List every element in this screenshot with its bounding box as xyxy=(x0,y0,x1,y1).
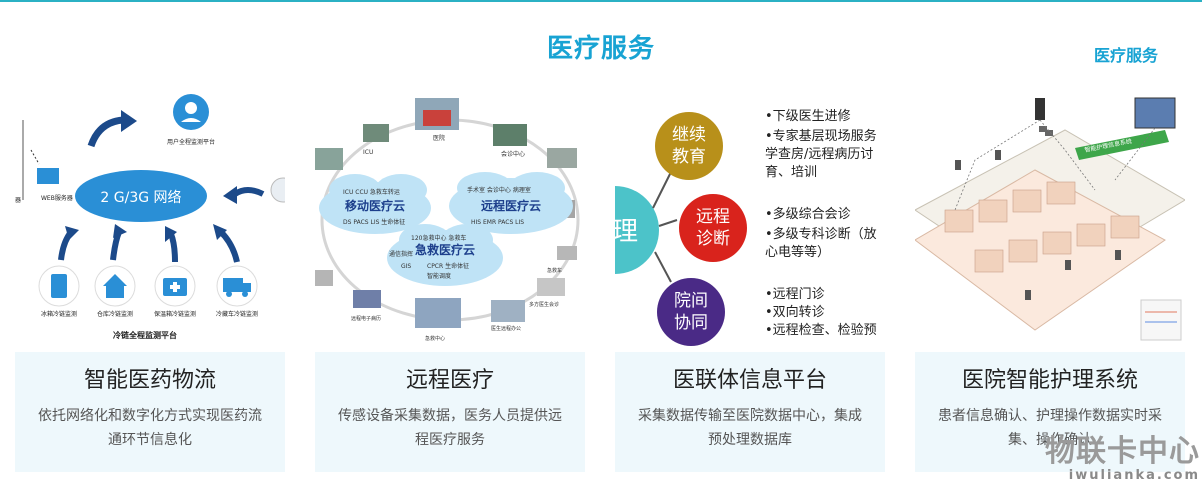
web-server-partial-label: 器 xyxy=(15,197,21,204)
emergency-tags: GIS xyxy=(401,263,411,270)
nursing-banner xyxy=(1075,130,1169,160)
label: 急救车 xyxy=(547,267,562,274)
node-label: 冰箱冷链监测 xyxy=(41,310,77,318)
node-line-2: 诊断 xyxy=(696,229,730,249)
card-title: 智能医药物流 xyxy=(83,368,216,393)
remote-cloud-tags: HIS EMR PACS LIS xyxy=(471,219,524,226)
node-line-2: 协同 xyxy=(674,313,708,333)
label: 远程电子病历 xyxy=(351,315,381,322)
card-hospital-smart-nursing[interactable]: 智能护理信息系统 医院智能护理 xyxy=(915,90,1185,472)
node-refrigerated-truck xyxy=(216,265,258,307)
item: •远程门诊 xyxy=(765,287,825,302)
remote-diagnosis-node xyxy=(679,194,747,262)
telemedicine-diagram: ICU 医院 会诊中心 远程电子病历 急救中心 医生远程办公 多方医生会诊 急救… xyxy=(315,90,585,352)
card-description: 传感设备采集数据，医务人员提供远程医疗服务 xyxy=(338,408,562,448)
cold-chain-platform-label: 冷链全程监测平台 xyxy=(113,330,177,340)
mobile-cloud-tags: DS PACS LIS 生命体征 xyxy=(343,218,405,226)
item: •专家基层现场服务 xyxy=(765,128,877,144)
card-caption: 智能医药物流 依托网络化和数字化方式实现医药流通环节信息化 xyxy=(15,352,285,472)
node-line-1: 远程 xyxy=(696,207,730,227)
node-label: 冷藏车冷链监测 xyxy=(216,310,258,318)
card-smart-pharma-logistics[interactable]: WEB服务器 器 用户全程监测平台 2 G/3G 网络 xyxy=(15,90,285,472)
card-description: 采集数据传输至医院数据中心，集成预处理数据库 xyxy=(638,408,862,448)
node-line-2: 教育 xyxy=(672,147,706,167)
user-platform-label: 用户全程监测平台 xyxy=(167,138,215,146)
card-caption: 医联体信息平台 采集数据传输至医院数据中心，集成预处理数据库 xyxy=(615,352,885,472)
card-description: 依托网络化和数字化方式实现医药流通环节信息化 xyxy=(38,408,262,448)
remote-cloud-label: 远程医疗云 xyxy=(481,198,541,213)
nursing-floorplan-diagram: 智能护理信息系统 xyxy=(915,90,1185,352)
emergency-cloud xyxy=(387,224,503,286)
remote-cloud xyxy=(449,172,573,234)
node-insulated-box xyxy=(154,265,196,307)
card-title: 远程医疗 xyxy=(405,368,494,393)
hub-label: 理 xyxy=(615,217,638,247)
emergency-tags: 通信指挥 xyxy=(389,250,413,258)
label: 多方医生会诊 xyxy=(529,301,559,308)
label: 医生远程办公 xyxy=(491,325,521,332)
node-line-1: 院间 xyxy=(674,291,708,311)
mobile-cloud-label: 移动医疗云 xyxy=(345,198,405,213)
watermark-url: iwulianka.com xyxy=(1068,468,1200,483)
web-server-label: WEB服务器 xyxy=(41,194,73,202)
card-description: 患者信息确认、护理操作数据实时采集、操作确认 xyxy=(938,408,1162,448)
emergency-tags: CPCR 生命体征 xyxy=(427,262,469,270)
item: •远程检查、检验预 xyxy=(765,322,877,338)
label: ICU xyxy=(363,149,373,156)
node-label: 仓库冷链监测 xyxy=(97,310,133,318)
label: 医院 xyxy=(433,134,445,142)
mobile-cloud xyxy=(319,174,431,234)
mobile-cloud-tags: ICU CCU 急救车转运 xyxy=(343,188,400,196)
logistics-diagram: WEB服务器 器 用户全程监测平台 2 G/3G 网络 xyxy=(15,90,285,352)
page-title: 医疗服务 xyxy=(546,34,655,64)
consortium-diagram: 理 继续 教育 远程 诊断 院间 协同 •下级医生进修 •专家基层现场服务 学查… xyxy=(615,90,885,352)
inter-hospital-node xyxy=(657,278,725,346)
label: 急救中心 xyxy=(425,335,445,342)
network-ellipse xyxy=(75,170,207,222)
card-title: 医联体信息平台 xyxy=(672,368,827,393)
item: •双向转诊 xyxy=(765,304,825,320)
item: 心电等等） xyxy=(765,244,830,260)
item: 学查房/远程病历讨 xyxy=(765,146,873,162)
emergency-tags: 120急救中心 急救车 xyxy=(411,234,466,242)
continuing-education-node xyxy=(655,112,723,180)
card-title: 医院智能护理系统 xyxy=(961,368,1138,393)
medical-services-link[interactable]: 医疗服务 xyxy=(1093,46,1158,65)
label: 会诊中心 xyxy=(501,150,525,158)
watermark-cn: 物联卡中心 xyxy=(1045,434,1200,469)
web-server-icon xyxy=(37,168,59,184)
emergency-cloud-label: 急救医疗云 xyxy=(415,242,475,257)
hub-circle xyxy=(615,186,659,274)
node-warehouse xyxy=(94,265,136,307)
item: 育、培训 xyxy=(765,164,817,180)
node-label: 保温箱冷链监测 xyxy=(154,310,196,318)
uplink-arrow-icon xyxy=(87,116,124,148)
emergency-tags: 智能调度 xyxy=(427,272,451,280)
node-line-1: 继续 xyxy=(672,125,706,145)
site-watermark: 物联卡中心 iwulianka.com xyxy=(1045,434,1200,483)
card-medical-consortium-platform[interactable]: 理 继续 教育 远程 诊断 院间 协同 •下级医生进修 •专家基层现场服务 学查… xyxy=(615,90,885,472)
item: •多级综合会诊 xyxy=(765,206,851,222)
node-fridge xyxy=(38,265,80,307)
top-accent-line xyxy=(0,0,1202,2)
card-caption: 远程医疗 传感设备采集数据，医务人员提供远程医疗服务 xyxy=(315,352,585,472)
network-label: 2 G/3G 网络 xyxy=(100,190,181,206)
item: •多级专科诊断（放 xyxy=(765,226,877,242)
card-telemedicine[interactable]: ICU 医院 会诊中心 远程电子病历 急救中心 医生远程办公 多方医生会诊 急救… xyxy=(315,90,585,472)
remote-cloud-tags: 手术室 会诊中心 病理室 xyxy=(467,186,531,194)
item: •下级医生进修 xyxy=(765,109,851,124)
card-caption: 医院智能护理系统 患者信息确认、护理操作数据实时采集、操作确认 xyxy=(915,352,1185,472)
